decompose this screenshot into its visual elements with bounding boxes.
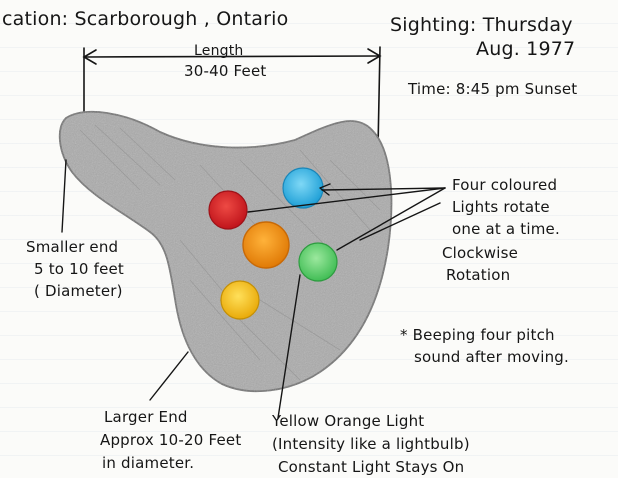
green-light [298, 242, 338, 282]
sighting-time: Time: 8:45 pm Sunset [408, 80, 578, 98]
larger-end-line1: Larger End [104, 408, 188, 426]
length-value: 30-40 Feet [184, 62, 267, 80]
beeping-note-line1: * Beeping four pitch [400, 326, 555, 344]
blue-light [282, 167, 324, 209]
larger-end-line3: in diameter. [102, 454, 195, 472]
orange-light [242, 221, 290, 269]
yellow-light-line1: Yellow Orange Light [272, 412, 425, 430]
yellow-light-line3: Constant Light Stays On [278, 458, 465, 476]
rotation-note-line1: Clockwise [442, 244, 519, 262]
lights-note-line2: Lights rotate [452, 198, 550, 216]
sighting-day: Sighting: Thursday [390, 14, 573, 36]
smaller-end-line2: 5 to 10 feet [34, 260, 125, 278]
length-title: Length [194, 43, 244, 59]
larger-end-line2: Approx 10-20 Feet [100, 431, 242, 449]
red-light [208, 190, 248, 230]
smaller-end-line1: Smaller end [26, 238, 119, 256]
sighting-date: Aug. 1977 [476, 38, 576, 60]
length-dimension [82, 46, 382, 149]
rotation-note-line2: Rotation [446, 266, 511, 284]
location-label: cation: Scarborough , Ontario [2, 8, 289, 30]
lights-note-line3: one at a time. [452, 220, 560, 238]
beeping-note-line2: sound after moving. [414, 348, 569, 366]
smaller-end-line3: ( Diameter) [34, 282, 123, 300]
yellow-light-line2: (Intensity like a lightbulb) [272, 435, 470, 453]
lights-note-line1: Four coloured [452, 176, 558, 194]
yellow-light [220, 280, 260, 320]
